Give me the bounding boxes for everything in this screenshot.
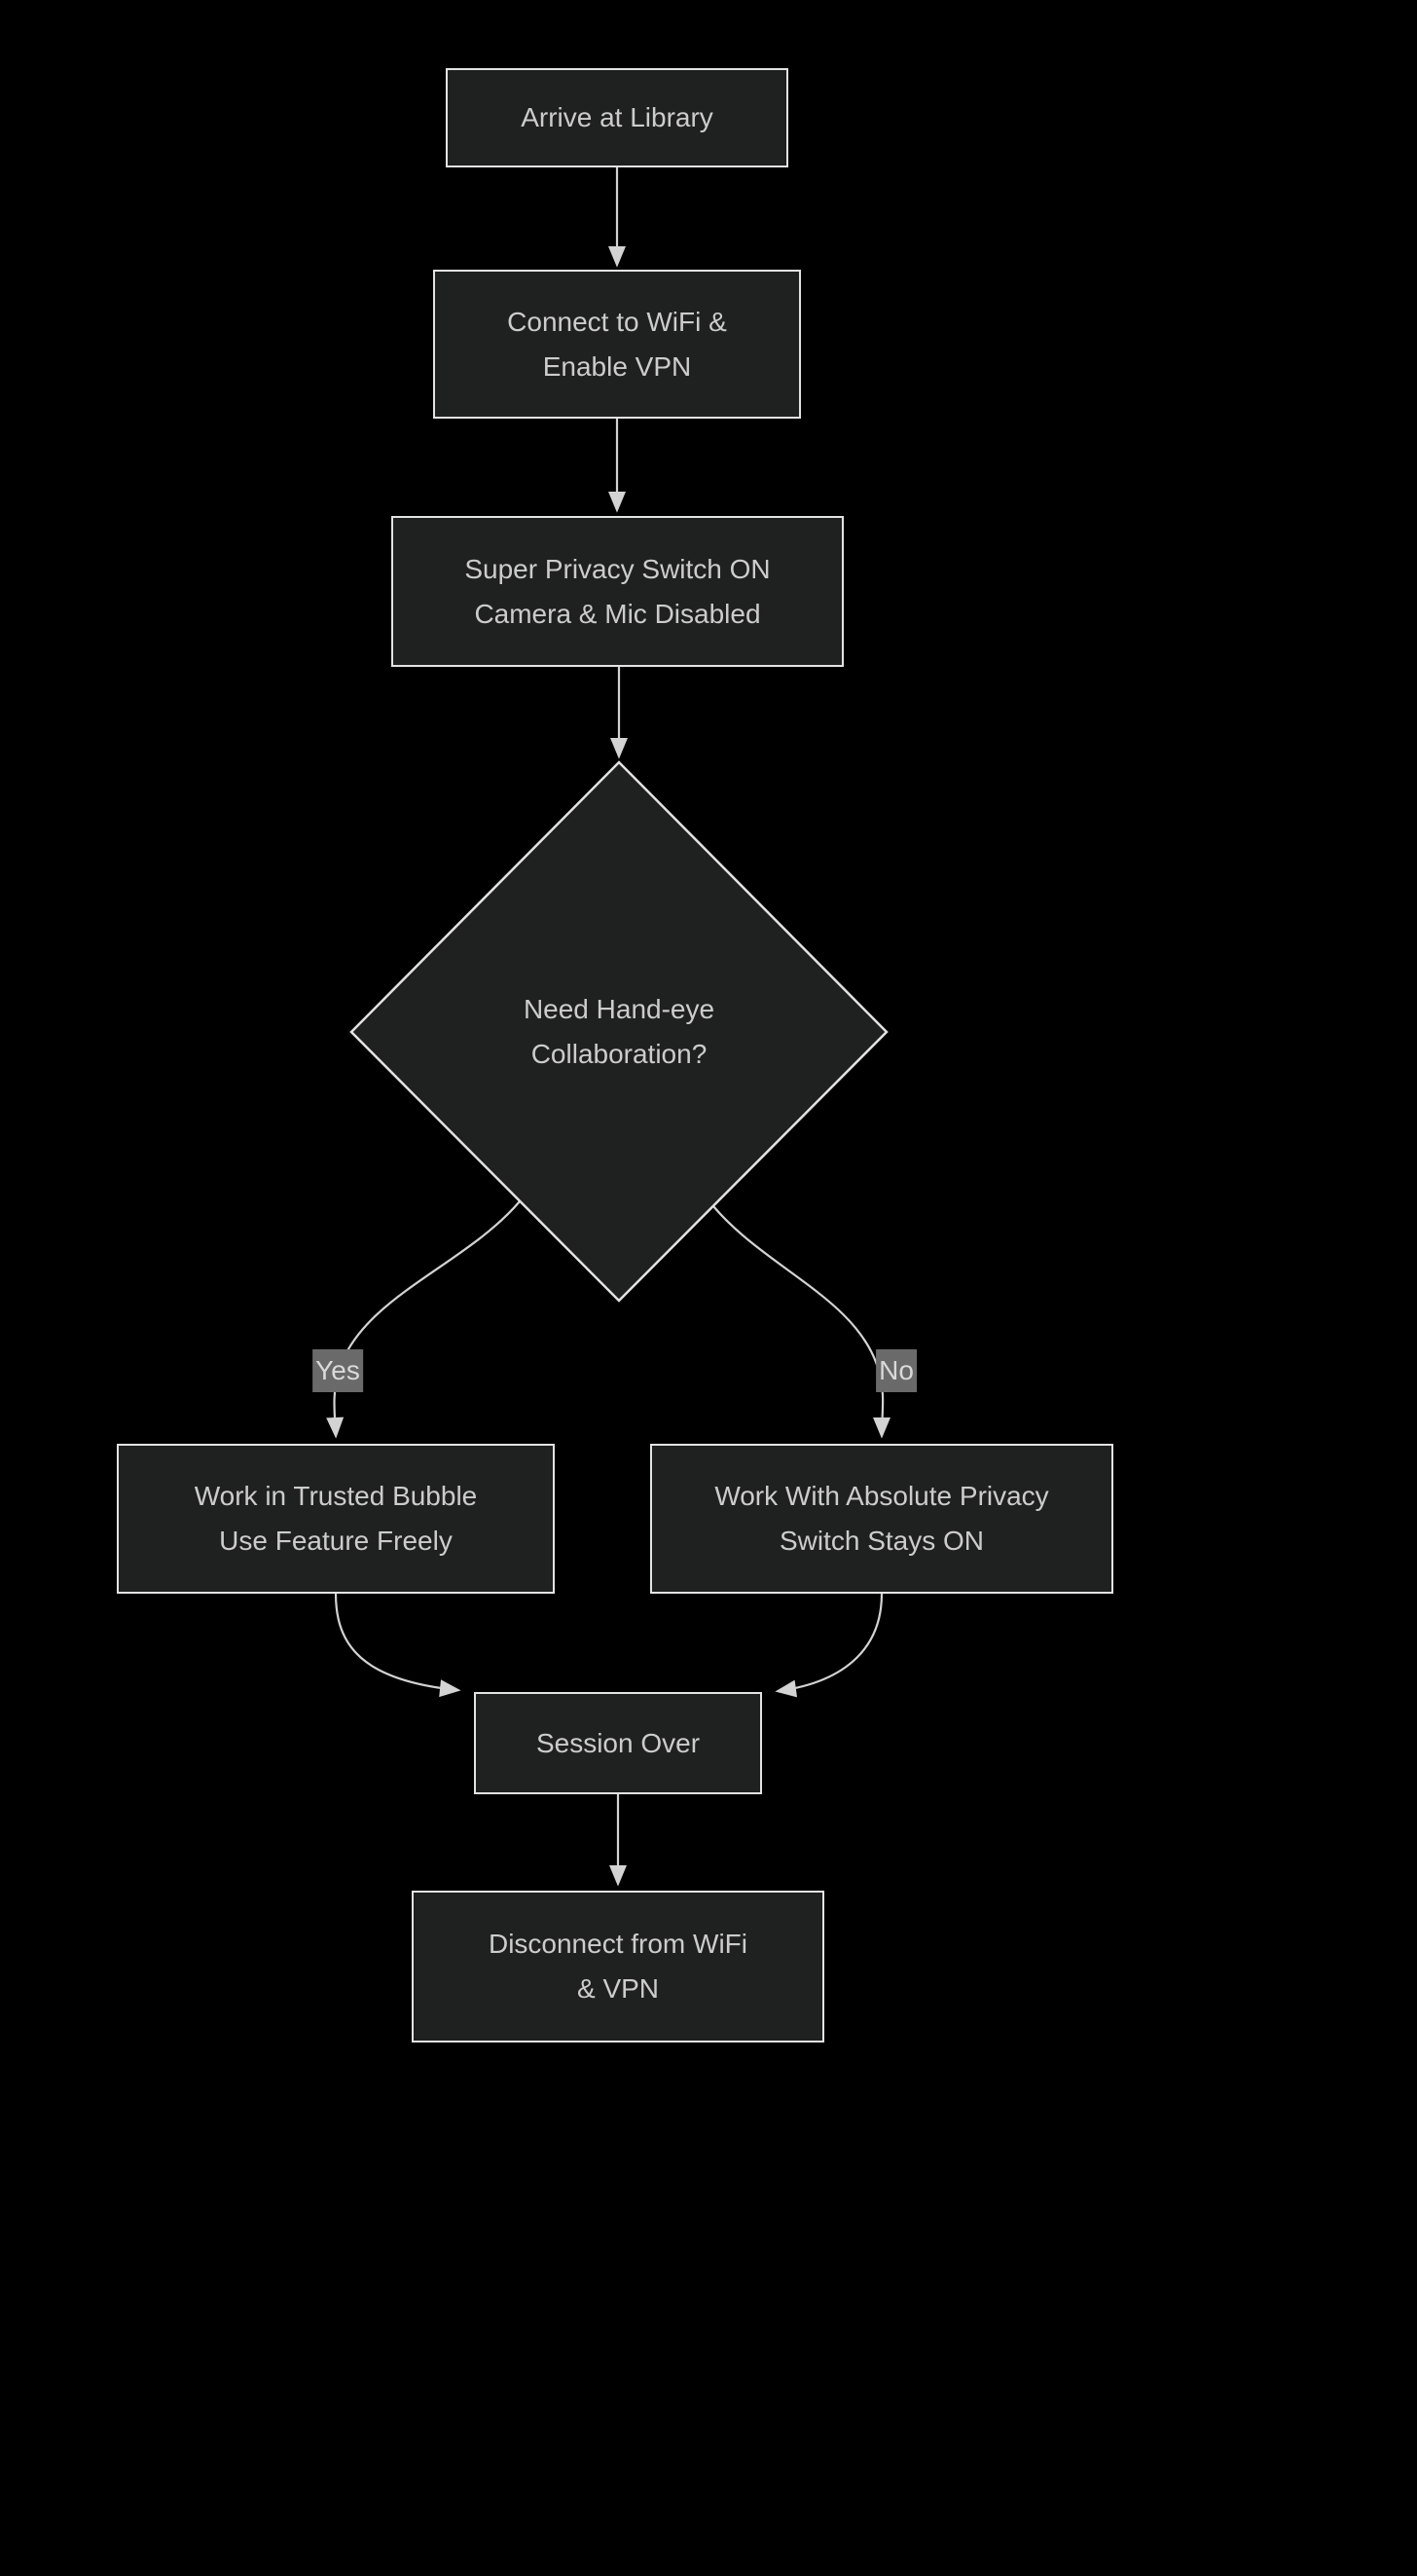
node-connect-label-line2: Enable VPN [542,350,692,382]
edge-decision-to-trusted-yes [326,1200,521,1439]
node-decision-label-line2: Collaboration? [530,1039,708,1069]
node-privacy-label-line2: Camera & Mic Disabled [474,598,761,629]
edge-label-no-text: No [879,1355,914,1385]
node-decision-label-line1: Need Hand-eye [523,994,715,1024]
node-arrive: Arrive at Library [446,68,788,167]
edge-label-yes: Yes [312,1349,363,1392]
node-session-label: Session Over [535,1727,701,1758]
edge-decision-to-absolute-no [712,1205,891,1439]
node-connect-label-line1: Connect to WiFi & [507,306,727,337]
node-trusted-label-line2: Use Feature Freely [219,1526,453,1556]
node-privacy: Super Privacy Switch ON Camera & Mic Dis… [391,516,844,667]
node-absolute-label-line2: Switch Stays ON [779,1526,985,1556]
node-decision-label: Need Hand-eye Collaboration? [424,983,814,1081]
edge-trusted-to-session [334,1593,461,1698]
edge-absolute-to-session [775,1593,884,1698]
node-connect: Connect to WiFi & Enable VPN [433,270,801,419]
edge-label-no: No [876,1349,917,1392]
node-disconnect-label-line1: Disconnect from WiFi [488,1929,748,1959]
node-disconnect: Disconnect from WiFi & VPN [412,1891,824,2042]
node-privacy-label-line1: Super Privacy Switch ON [464,553,771,584]
node-arrive-label: Arrive at Library [521,102,713,132]
node-absolute: Work With Absolute Privacy Switch Stays … [650,1444,1113,1594]
node-trusted: Work in Trusted Bubble Use Feature Freel… [117,1444,555,1594]
node-disconnect-label-line2: & VPN [576,1973,660,2004]
node-trusted-label-line1: Work in Trusted Bubble [194,1481,478,1511]
edge-label-yes-text: Yes [315,1355,360,1385]
node-absolute-label-line1: Work With Absolute Privacy [714,1481,1049,1511]
node-session: Session Over [474,1692,762,1794]
decision-diamond-shape [349,760,889,1303]
